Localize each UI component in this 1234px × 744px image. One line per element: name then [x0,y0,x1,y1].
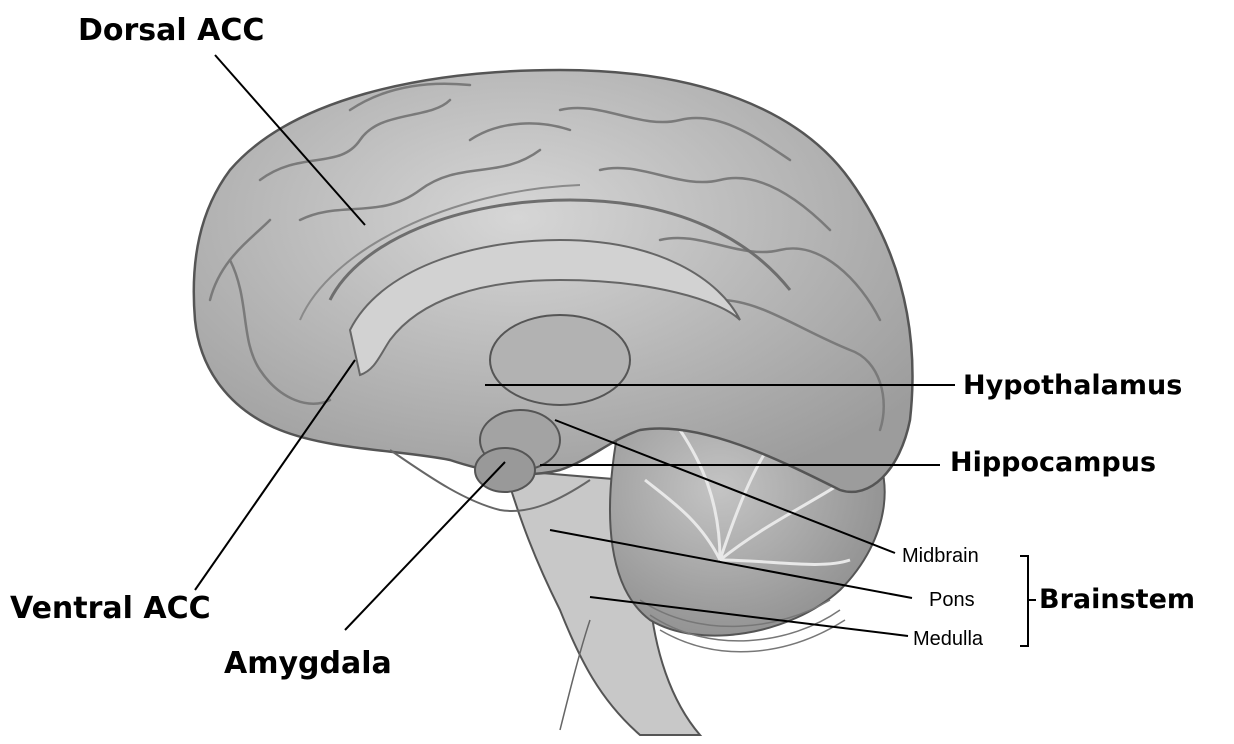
label-pons: Pons [929,590,975,610]
brainstem-bracket [1020,556,1028,646]
label-ventral-acc: Ventral ACC [10,594,211,624]
label-medulla: Medulla [913,629,983,649]
thalamus-shape [490,315,630,405]
label-brainstem: Brainstem [1039,586,1195,613]
label-dorsal-acc: Dorsal ACC [78,16,264,46]
label-hippocampus: Hippocampus [950,449,1156,476]
label-midbrain: Midbrain [902,546,979,566]
label-amygdala: Amygdala [224,649,392,679]
label-hypothalamus: Hypothalamus [963,372,1182,399]
amygdala-line [345,462,505,630]
